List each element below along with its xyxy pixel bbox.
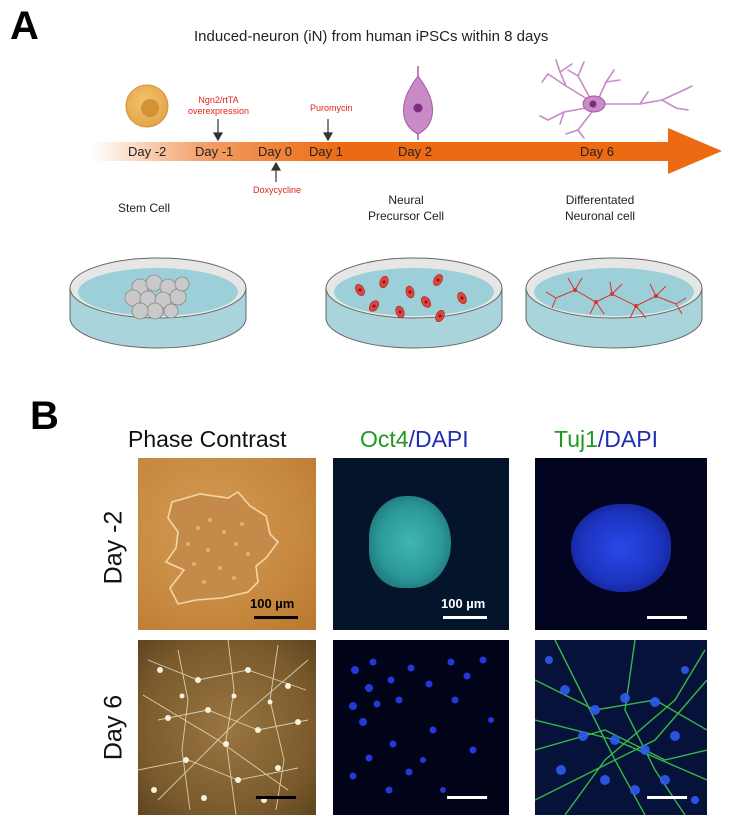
micrograph-tuj1-day-minus2: [535, 458, 707, 630]
day-label-1: Day 1: [309, 144, 343, 159]
row-header-day6: Day 6: [99, 694, 128, 761]
micrograph-oct4-day6: [333, 640, 509, 815]
scale-bar-oct4-row2: [447, 796, 487, 799]
stem-cell-icon: [125, 84, 169, 128]
slash-text: /: [597, 426, 605, 452]
col-header-tuj1-dapi: Tuj1/DAPI: [554, 426, 658, 453]
micrograph-phase-day6: [138, 640, 316, 815]
tuj1-neurite-network: [535, 640, 707, 815]
oct4-marker-text: Oct4: [360, 426, 409, 452]
annotation-arrows: [212, 119, 334, 182]
dish-neuronal-cells: [525, 257, 703, 349]
note-doxycycline: Doxycycline: [253, 185, 302, 195]
panel-a-letter: A: [10, 4, 39, 48]
panel-b-letter: B: [30, 394, 59, 438]
stage-label-neuronal-cell: Differentated Neuronal cell: [565, 193, 636, 223]
dapi-nuclei-scatter: [349, 656, 494, 794]
row-header-day-minus2: Day -2: [99, 510, 128, 585]
neural-precursor-icon: [403, 66, 433, 140]
day-label-2: Day 2: [398, 144, 432, 159]
col-header-oct4-dapi: Oct4/DAPI: [360, 426, 469, 453]
tuj1-marker-text: Tuj1: [554, 426, 598, 452]
micrograph-oct4-day-minus2: 100 µm: [333, 458, 509, 630]
scale-bar-oct4: [443, 616, 487, 619]
dish-precursor-cells: [325, 257, 503, 349]
col-header-phase-contrast: Phase Contrast: [128, 426, 287, 452]
colony-shape: [164, 490, 280, 605]
scale-bar-tuj1-row1: [647, 616, 687, 619]
note-puromycin: Puromycin: [310, 103, 353, 113]
day-label-6: Day 6: [580, 144, 614, 159]
neuron-icon: [539, 59, 693, 139]
stage-label-neural-precursor: Neural Precursor Cell: [368, 193, 445, 223]
micrograph-phase-day-minus2: 100 µm: [138, 458, 316, 630]
day-label-0: Day 0: [258, 144, 292, 159]
day-label-minus1: Day -1: [195, 144, 234, 159]
note-ngn2-overexpression: Ngn2/rtTA overexpression: [188, 95, 250, 116]
dish-stem-cells: [69, 257, 247, 349]
stage-label-stem-cell: Stem Cell: [118, 201, 171, 215]
micrograph-tuj1-day6: [535, 640, 707, 815]
oct4-colony: [369, 496, 451, 588]
dapi-colony: [571, 504, 671, 592]
day-label-minus2: Day -2: [128, 144, 167, 159]
scale-bar-tuj1-row2: [647, 796, 687, 799]
scale-bar-phase: [254, 616, 298, 619]
scale-bar-phase-row2: [256, 796, 296, 799]
timeline-arrow: [92, 128, 722, 174]
dapi-text: DAPI: [604, 426, 658, 452]
slash-text: /: [408, 426, 415, 452]
panel-a-title: Induced-neuron (iN) from human iPSCs wit…: [194, 28, 549, 45]
scale-label-oct4: 100 µm: [441, 596, 486, 611]
dapi-text: DAPI: [414, 426, 469, 452]
phase-neurons: [138, 640, 309, 815]
timeline-graphic: [69, 59, 722, 349]
scale-label-phase: 100 µm: [250, 596, 295, 611]
